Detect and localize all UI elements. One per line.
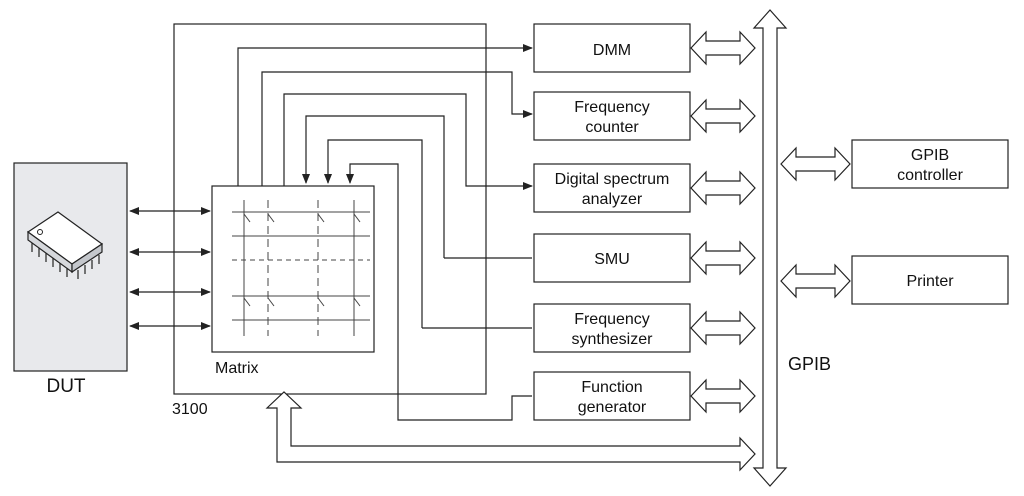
svg-text:Digital spectrum: Digital spectrum xyxy=(555,171,670,188)
gpib-bus-label: GPIB xyxy=(788,354,831,374)
svg-text:analyzer: analyzer xyxy=(582,191,643,208)
function-generator-block: Function generator xyxy=(533,371,691,421)
svg-text:Printer: Printer xyxy=(906,273,954,290)
dut-matrix-links xyxy=(129,207,211,330)
printer-block: Printer xyxy=(851,255,1009,305)
svg-text:SMU: SMU xyxy=(594,251,630,268)
matrix-box xyxy=(211,185,375,353)
frequency-synthesizer-block: Frequency synthesizer xyxy=(533,303,691,353)
system-3100-label: 3100 xyxy=(172,401,208,418)
matrix-instrument-wiring xyxy=(237,44,533,421)
svg-text:DMM: DMM xyxy=(593,42,631,59)
svg-text:Frequency: Frequency xyxy=(574,311,650,328)
bus-peripheral-arrows xyxy=(780,146,851,299)
svg-text:Function: Function xyxy=(581,379,642,396)
digital-spectrum-analyzer-block: Digital spectrum analyzer xyxy=(533,163,691,213)
gpib-bus xyxy=(752,9,788,487)
svg-text:Frequency: Frequency xyxy=(574,99,650,116)
smu-block: SMU xyxy=(533,233,691,283)
dmm-block: DMM xyxy=(533,23,691,73)
svg-text:GPIB: GPIB xyxy=(911,147,949,164)
system-gpib-link xyxy=(265,391,756,472)
gpib-controller-block: GPIB controller xyxy=(851,139,1009,189)
frequency-counter-block: Frequency counter xyxy=(533,91,691,141)
svg-text:generator: generator xyxy=(578,399,647,416)
svg-text:counter: counter xyxy=(585,119,639,136)
matrix-grid xyxy=(232,200,370,336)
svg-text:controller: controller xyxy=(897,167,963,184)
instrument-bus-arrows xyxy=(690,30,756,414)
dut-label: DUT xyxy=(46,376,85,397)
ic-chip-icon xyxy=(26,211,104,279)
svg-text:synthesizer: synthesizer xyxy=(572,331,654,348)
matrix-label: Matrix xyxy=(215,360,259,377)
